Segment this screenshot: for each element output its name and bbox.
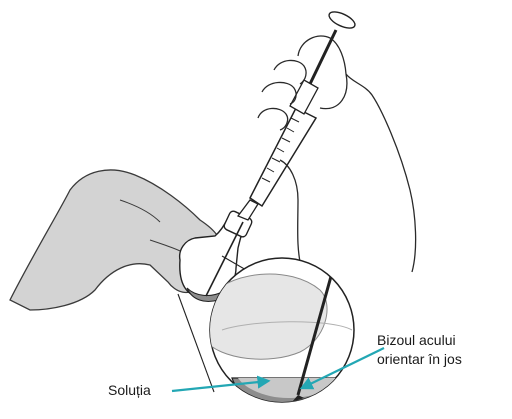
needle-bevel-label-line-2: orientar în jos [377, 350, 462, 369]
syringe-barrel [250, 108, 316, 206]
syringe-plunger-rod [310, 30, 336, 84]
solution-label: Soluția [108, 381, 151, 400]
needle-bevel-label: Bizoul acului orientar în jos [377, 331, 462, 369]
syringe-plunger-thumb [327, 9, 357, 32]
needle-bevel-label-line-1: Bizoul acului [377, 331, 462, 350]
